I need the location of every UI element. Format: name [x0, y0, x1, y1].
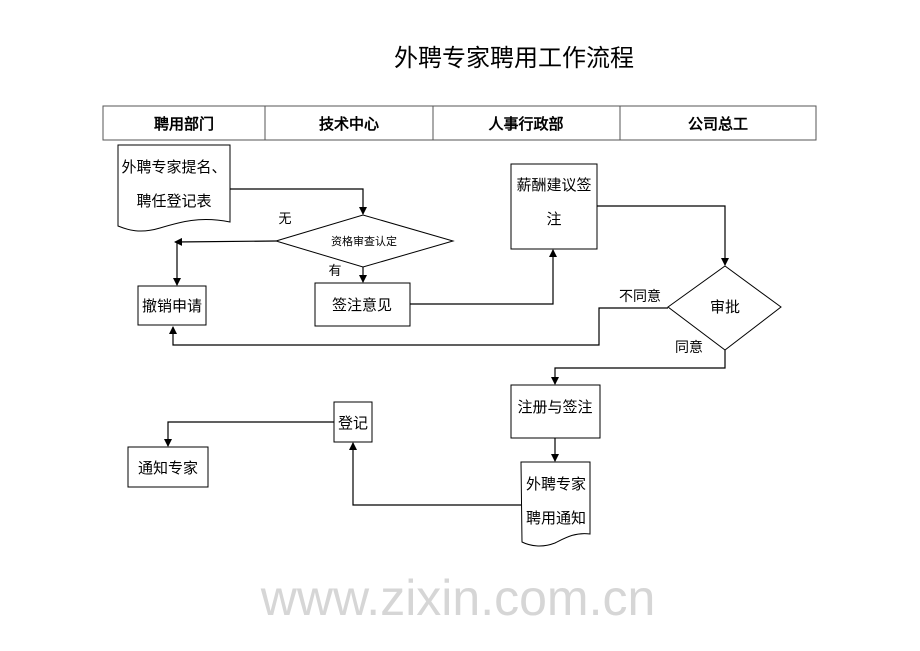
register-sign-box: 注册与签注 — [510, 384, 601, 439]
register-form-document: 外聘专家提名、 聘任登记表 — [117, 144, 231, 232]
svg-text:资格审查认定: 资格审查认定 — [331, 234, 397, 248]
svg-text:薪酬建议签: 薪酬建议签 — [516, 176, 591, 194]
svg-text:审批: 审批 — [710, 298, 740, 316]
svg-text:聘用通知: 聘用通知 — [526, 509, 586, 527]
approval-decision: 审批 — [667, 265, 782, 351]
notify-expert-box: 通知专家 — [127, 446, 209, 488]
svg-text:注: 注 — [546, 210, 561, 228]
lane-header: 聘用部门 技术中心 人事行政部 公司总工 — [102, 105, 817, 141]
svg-text:登记: 登记 — [338, 414, 368, 432]
watermark: www.zixin.com.cn — [260, 570, 656, 626]
hiring-notice-document: 外聘专家 聘用通知 — [520, 461, 591, 547]
svg-text:外聘专家提名、: 外聘专家提名、 — [121, 158, 226, 176]
label-none: 无 — [278, 212, 291, 227]
page-title: 外聘专家聘用工作流程 — [394, 44, 634, 72]
lane-tech-center: 技术中心 — [319, 115, 379, 133]
lane-chief-engineer: 公司总工 — [688, 115, 748, 133]
lane-hr-admin: 人事行政部 — [488, 115, 563, 133]
qualification-check-decision: 资格审查认定 — [274, 214, 455, 268]
salary-suggestion-box: 薪酬建议签 注 — [510, 163, 598, 250]
svg-text:撤销申请: 撤销申请 — [142, 297, 202, 315]
label-agree: 同意 — [675, 339, 703, 356]
label-disagree: 不同意 — [619, 288, 661, 305]
lane-hiring-dept: 聘用部门 — [154, 115, 214, 133]
label-has: 有 — [328, 264, 341, 279]
svg-text:聘任登记表: 聘任登记表 — [136, 192, 211, 210]
record-box: 登记 — [333, 401, 373, 443]
svg-text:签注意见: 签注意见 — [332, 296, 392, 314]
revoke-application-box: 撤销申请 — [137, 285, 207, 326]
svg-text:注册与签注: 注册与签注 — [517, 398, 592, 416]
sign-opinion-box: 签注意见 — [314, 282, 411, 327]
svg-text:通知专家: 通知专家 — [138, 459, 198, 477]
svg-text:外聘专家: 外聘专家 — [526, 475, 586, 493]
connectors — [164, 188, 729, 506]
